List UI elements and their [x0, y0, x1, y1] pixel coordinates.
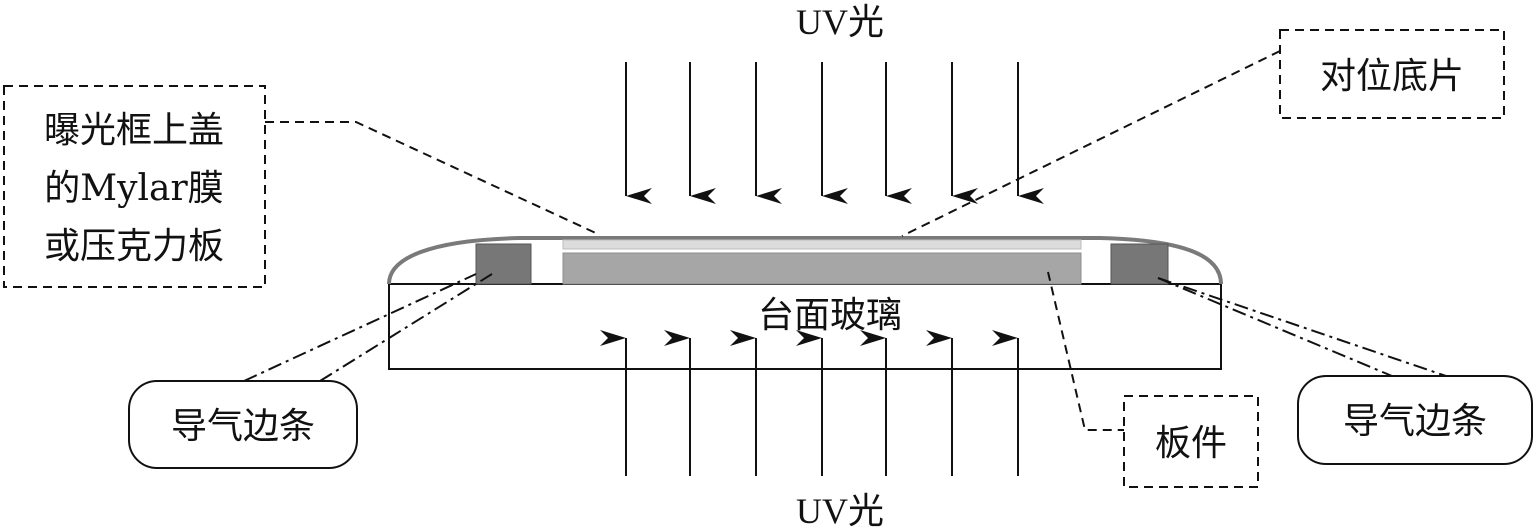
cover-label-line3: 或压克力板 [44, 226, 224, 267]
board-label: 板件 [1155, 423, 1227, 464]
cover-label-line1: 曝光框上盖 [44, 110, 224, 151]
vent-right-label: 导气边条 [1343, 401, 1487, 442]
uv-light-bottom-label: UV光 [796, 491, 884, 529]
board-label-box [1123, 395, 1259, 488]
cover-leader-line [265, 121, 601, 236]
cover-label-line2: 的Mylar膜 [44, 168, 223, 209]
vent-right-leader-line [1157, 277, 1447, 377]
vent-right-leader-lines [1157, 277, 1447, 377]
cover-label-box [3, 85, 266, 288]
film-label-box [1279, 29, 1505, 119]
alignment-film [562, 239, 1082, 250]
film-leader-line [901, 50, 1281, 237]
vent-left-leader-line [243, 273, 477, 382]
vent-left-leader-line [319, 273, 493, 382]
vent-left-leader-lines [243, 273, 493, 382]
vent-left-label: 导气边条 [171, 406, 315, 447]
film-label: 对位底片 [1320, 56, 1464, 97]
board [562, 252, 1082, 285]
glass-table [388, 283, 1222, 370]
glass-table-label: 台面玻璃 [758, 295, 902, 336]
vent-right-label-box [1297, 375, 1533, 465]
uv-arrows-bottom [600, 330, 1019, 476]
cover-arc [387, 236, 1223, 285]
uv-arrows-top [625, 62, 1044, 204]
vent-left-label-box [128, 380, 358, 469]
uv-light-top-label: UV光 [796, 2, 884, 42]
board-leader-line [1047, 271, 1124, 431]
